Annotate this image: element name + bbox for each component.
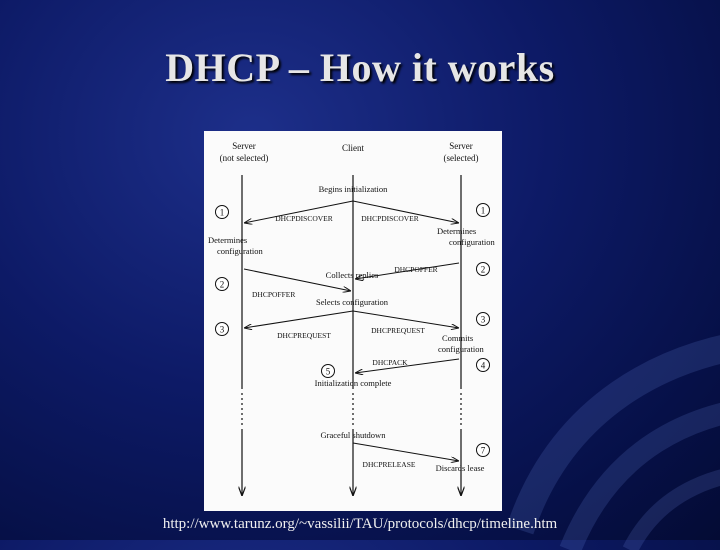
- arrow-discover-right: [352, 200, 459, 223]
- step-2-right-number: 2: [481, 265, 486, 275]
- participant-server-left-sub: (not selected): [220, 153, 269, 163]
- step-2-right-badge: [476, 262, 490, 276]
- background-swirl: [506, 335, 720, 550]
- participant-client: Client: [342, 143, 364, 153]
- note-collects-replies: Collects replies: [326, 270, 379, 280]
- dhcp-timeline-diagram: Server (not selected) Client Server (sel…: [204, 131, 502, 511]
- step-2-left-badge: [215, 277, 229, 291]
- step-3-right-badge: [476, 312, 490, 326]
- step-4-number: 4: [481, 361, 486, 371]
- step-4-badge: [476, 358, 490, 372]
- arrow-request-right: [352, 310, 459, 328]
- source-url: http://www.tarunz.org/~vassilii/TAU/prot…: [162, 516, 558, 532]
- label-discover-left: DHCPDISCOVER: [275, 214, 333, 223]
- arrow-offer-right: [355, 262, 460, 279]
- step-1-right-number: 1: [481, 206, 486, 216]
- participant-server-left: Server: [232, 141, 256, 151]
- slide-title: DHCP – How it works: [165, 45, 555, 90]
- participant-server-right: Server: [449, 141, 473, 151]
- label-release: DHCPRELEASE: [363, 460, 416, 469]
- label-request-right: DHCPREQUEST: [371, 326, 425, 335]
- label-request-left: DHCPREQUEST: [277, 331, 331, 340]
- label-offer-left: DHCPOFFER: [252, 290, 295, 299]
- step-7-badge: [476, 443, 490, 457]
- note-selects-configuration: Selects configuration: [316, 297, 389, 307]
- arrow-release: [352, 442, 459, 461]
- step-1-left-badge: [215, 205, 229, 219]
- step-3-left-badge: [215, 322, 229, 336]
- step-5-number: 5: [326, 367, 331, 377]
- note-left-configuration: configuration: [217, 246, 264, 256]
- label-ack: DHCPACK: [372, 358, 408, 367]
- note-commits: Commits: [442, 333, 473, 343]
- note-right-configuration: configuration: [449, 237, 496, 247]
- step-2-left-number: 2: [220, 280, 225, 290]
- step-5-badge: [321, 364, 335, 378]
- label-offer-right: DHCPOFFER: [394, 265, 437, 274]
- step-1-right-badge: [476, 203, 490, 217]
- note-initialization-complete: Initialization complete: [315, 378, 392, 388]
- participant-server-right-sub: (selected): [444, 153, 479, 163]
- arrow-ack: [355, 358, 460, 373]
- arrow-offer-left: [243, 268, 351, 291]
- arrow-discover-left: [244, 200, 354, 223]
- note-commits-configuration: configuration: [438, 344, 485, 354]
- arrow-request-left: [244, 310, 354, 328]
- note-left-determines: Determines: [208, 235, 247, 245]
- note-right-determines: Determines: [437, 226, 476, 236]
- label-discover-right: DHCPDISCOVER: [361, 214, 419, 223]
- note-discards-lease: Discards lease: [436, 463, 485, 473]
- note-begins-initialization: Begins initialization: [319, 184, 388, 194]
- step-3-right-number: 3: [481, 315, 486, 325]
- step-7-number: 7: [481, 446, 486, 456]
- step-3-left-number: 3: [220, 325, 225, 335]
- note-graceful-shutdown: Graceful shutdown: [321, 430, 387, 440]
- step-1-left-number: 1: [220, 208, 225, 218]
